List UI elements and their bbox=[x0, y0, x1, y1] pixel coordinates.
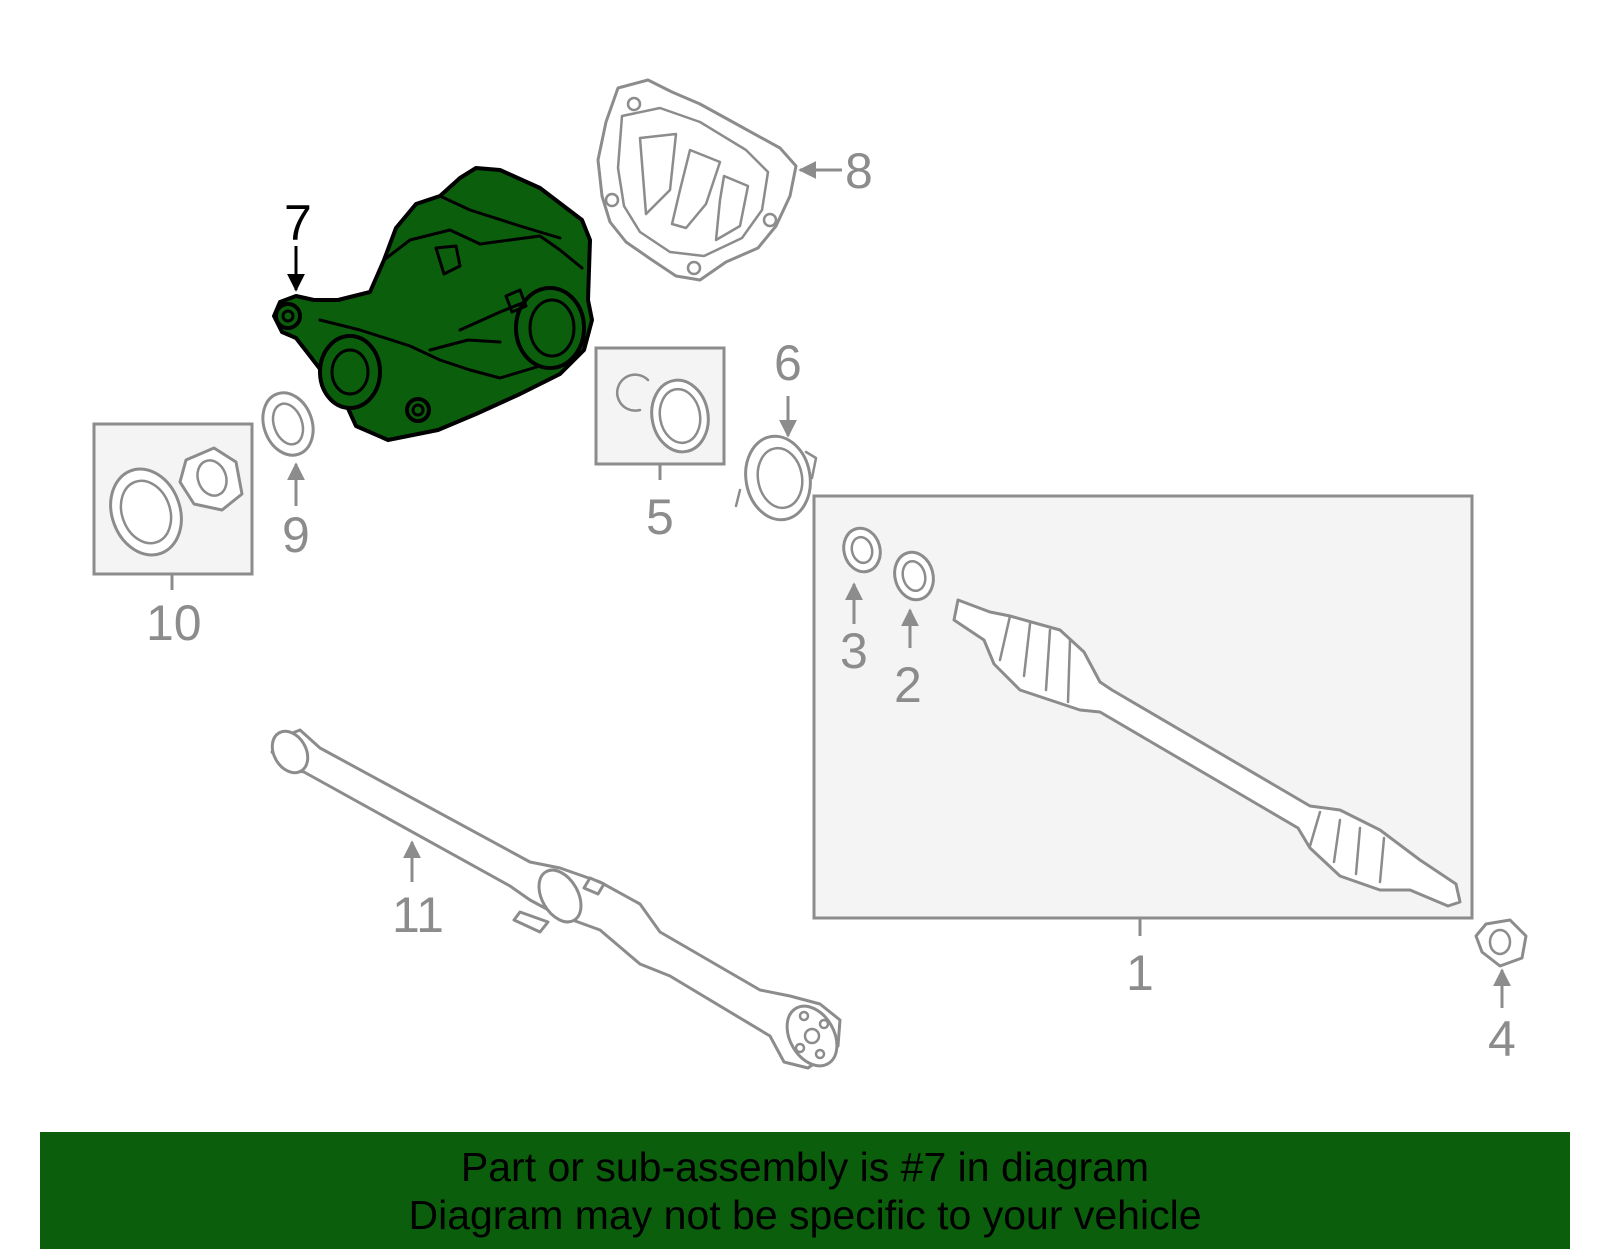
callout-9: 9 bbox=[282, 507, 310, 563]
callout-8: 8 bbox=[845, 143, 873, 199]
info-banner: Part or sub-assembly is #7 in diagram Di… bbox=[40, 1132, 1570, 1249]
callout-1: 1 bbox=[1126, 945, 1154, 1001]
ring-part-2[interactable] bbox=[889, 548, 938, 604]
callout-2: 2 bbox=[894, 657, 922, 713]
differential-cover-part-8[interactable] bbox=[596, 78, 798, 282]
drive-shaft-part-11[interactable] bbox=[265, 725, 847, 1075]
callout-7: 7 bbox=[284, 195, 312, 251]
differential-part-7[interactable] bbox=[272, 166, 594, 442]
nut-part-4[interactable] bbox=[1474, 918, 1528, 968]
seal-clip-kit-part-5[interactable] bbox=[594, 346, 726, 466]
callout-3: 3 bbox=[840, 623, 868, 679]
callout-4: 4 bbox=[1488, 1011, 1516, 1067]
callout-5: 5 bbox=[646, 489, 674, 545]
banner-line-2: Diagram may not be specific to your vehi… bbox=[408, 1191, 1202, 1238]
seal-nut-kit-part-10[interactable] bbox=[92, 422, 254, 576]
banner-line-1: Part or sub-assembly is #7 in diagram bbox=[460, 1143, 1150, 1190]
seal-part-6[interactable] bbox=[734, 431, 818, 525]
axle-shaft-assembly-part-1[interactable] bbox=[812, 494, 1474, 920]
callout-11: 11 bbox=[392, 887, 444, 943]
callout-10: 10 bbox=[146, 595, 202, 651]
ring-part-3[interactable] bbox=[839, 524, 885, 576]
callout-6: 6 bbox=[774, 335, 802, 391]
seal-part-9[interactable] bbox=[255, 386, 322, 463]
